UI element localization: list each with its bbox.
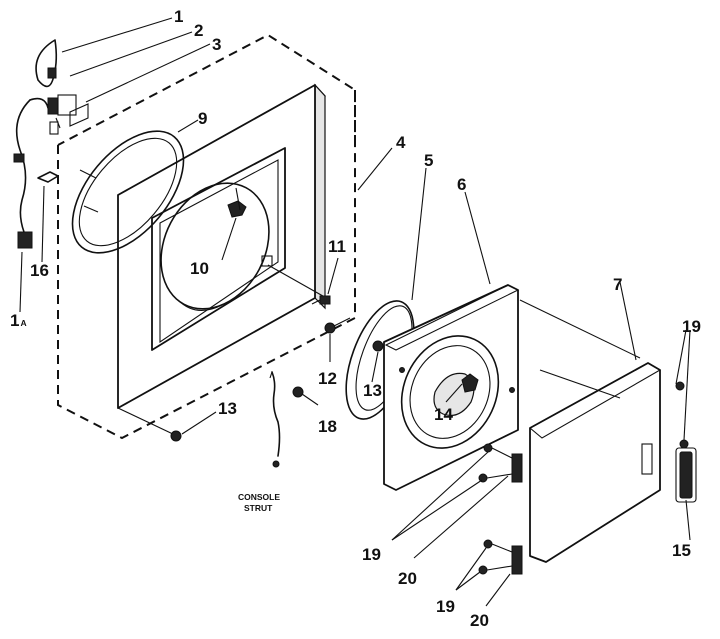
callout-13-door: 13 <box>363 381 382 400</box>
callout-20-lower: 20 <box>470 611 489 630</box>
callout-1: 1 <box>174 7 183 26</box>
console-strut-label-line2: STRUT <box>244 503 273 513</box>
callout-1a-number: 1 <box>10 311 19 330</box>
door-switch <box>47 94 89 135</box>
callout-18: 18 <box>318 417 337 436</box>
hinges-and-screws <box>478 381 689 575</box>
front-panel <box>117 83 331 436</box>
callout-3: 3 <box>212 35 221 54</box>
callout-20-upper: 20 <box>398 569 417 588</box>
callout-9: 9 <box>198 109 207 128</box>
callout-4: 4 <box>396 133 406 152</box>
callout-1a-suffix: A <box>20 318 26 328</box>
callout-10: 10 <box>190 259 209 278</box>
callout-1a: 1A <box>10 311 27 330</box>
callout-7: 7 <box>613 275 622 294</box>
callout-19-lower: 19 <box>436 597 455 616</box>
callout-19-left: 19 <box>362 545 381 564</box>
callout-2: 2 <box>194 21 203 40</box>
outer-door <box>519 299 662 563</box>
door-handle <box>675 447 697 503</box>
callout-5: 5 <box>424 151 433 170</box>
callout-16: 16 <box>30 261 49 280</box>
callout-15: 15 <box>672 541 691 560</box>
callout-11: 11 <box>328 237 346 256</box>
callout-6: 6 <box>457 175 466 194</box>
latch-screws <box>311 295 351 334</box>
callout-19-right: 19 <box>682 317 701 336</box>
inner-door-panel <box>383 284 520 491</box>
bracket-16 <box>37 171 59 183</box>
callout-labels: 1 2 3 9 4 5 6 7 19 15 10 11 12 13 14 13 … <box>10 7 701 630</box>
console-strut-label-line1: CONSOLE <box>238 492 280 502</box>
drum-seal <box>71 130 185 254</box>
lower-screws <box>170 371 319 468</box>
callout-12: 12 <box>318 369 337 388</box>
callout-13-panel: 13 <box>218 399 237 418</box>
switch-harness <box>13 39 58 249</box>
callout-leaders <box>19 17 691 607</box>
callout-14: 14 <box>434 405 453 424</box>
cabinet-outline <box>57 33 356 440</box>
